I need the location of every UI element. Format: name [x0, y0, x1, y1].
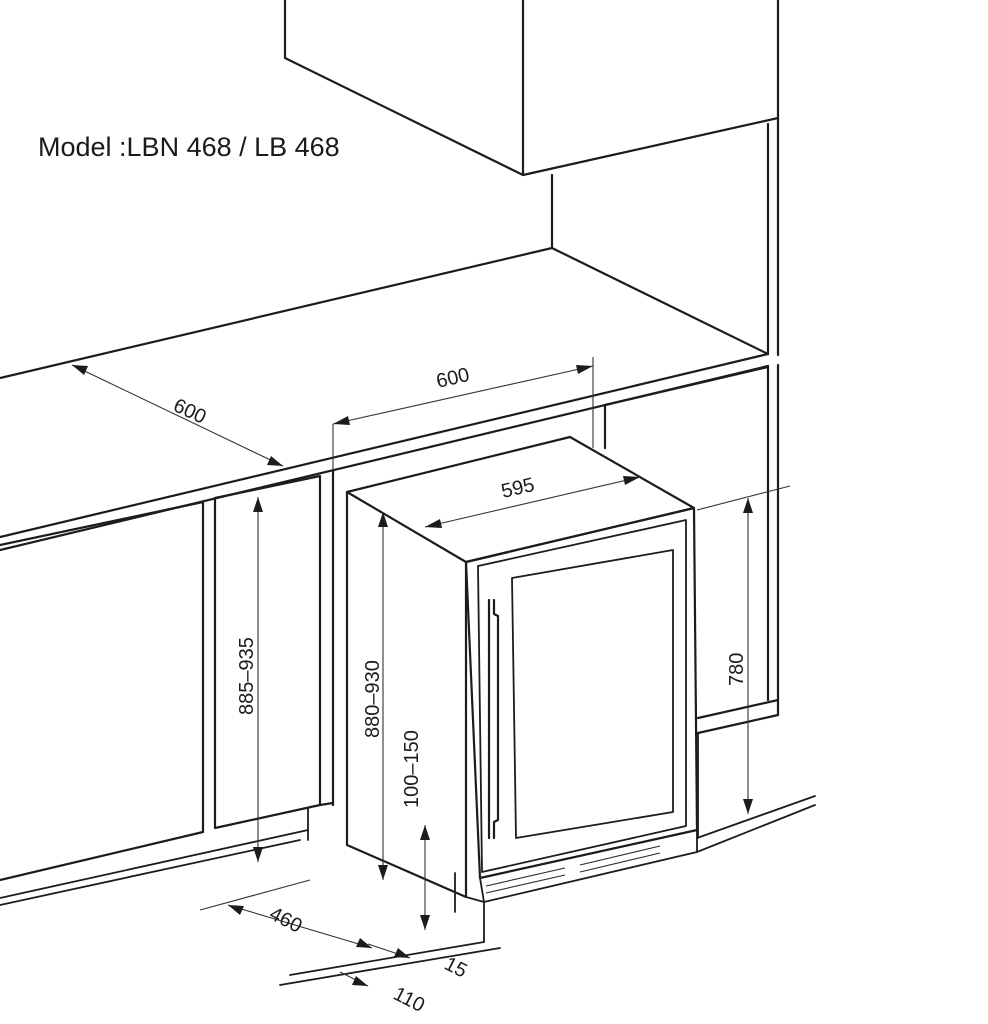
dim-appliance-width: 595 — [499, 474, 536, 503]
dim-cabinet-depth: 600 — [170, 395, 210, 429]
dim-plinth-height: 100–150 — [401, 730, 423, 808]
dim-appliance-depth: 460 — [266, 903, 306, 938]
dimension-lines — [71, 357, 791, 987]
wall-cabinet — [283, 0, 780, 177]
dim-side-height: 780 — [726, 653, 748, 686]
right-base-cabinet — [603, 363, 780, 735]
model-title: Model :LBN 468 / LB 468 — [38, 132, 340, 162]
dim-appliance-height: 880–930 — [362, 660, 384, 738]
wine-cooler — [279, 435, 816, 986]
dim-plinth-offset: 110 — [390, 983, 428, 1017]
dim-cabinet-width: 600 — [434, 364, 471, 393]
countertop — [0, 116, 780, 702]
dim-niche-height: 885–935 — [236, 637, 258, 715]
left-base-cabinet — [0, 468, 335, 906]
